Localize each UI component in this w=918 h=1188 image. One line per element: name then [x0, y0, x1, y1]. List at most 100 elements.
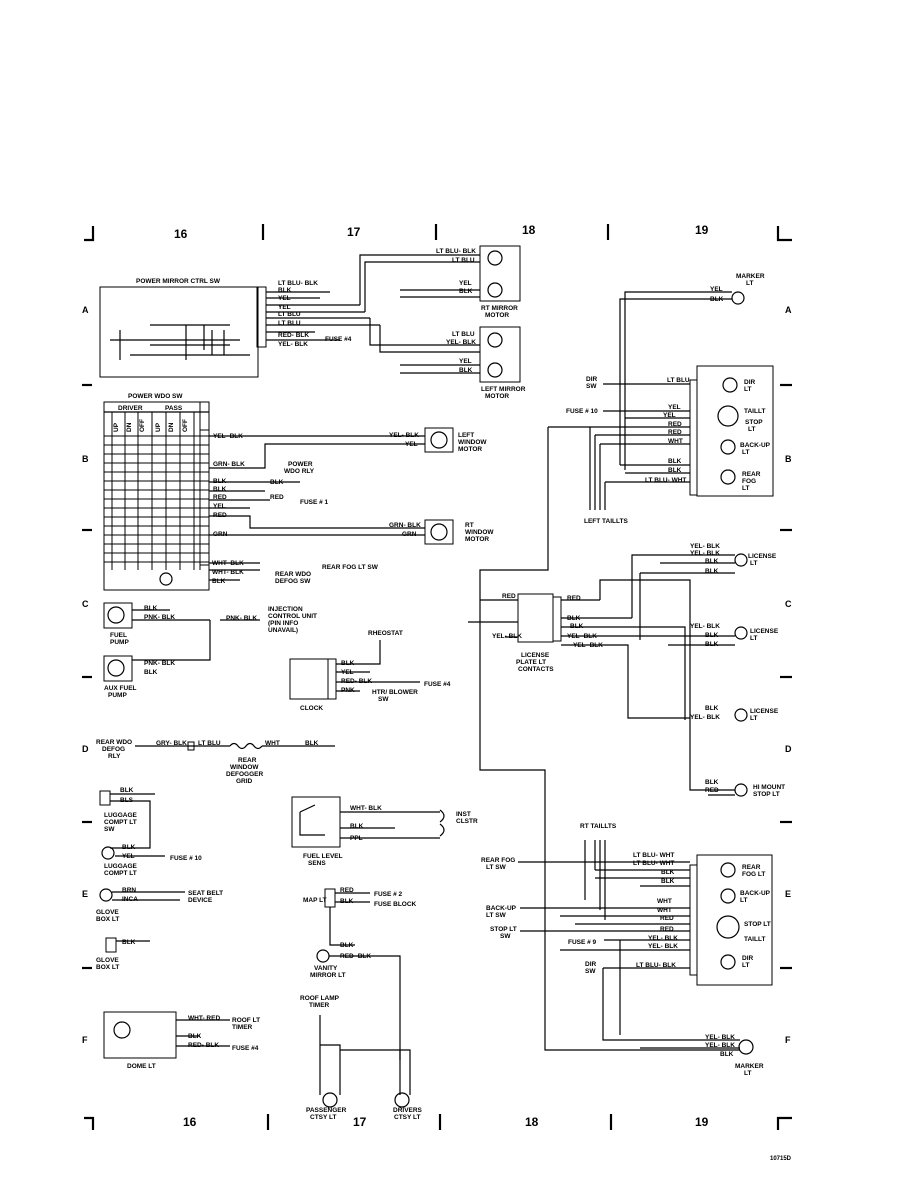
wire-or-component-label: BRN — [122, 887, 136, 894]
connector-box — [99, 790, 111, 806]
wire-or-component-label: BLK — [305, 740, 319, 747]
wire-or-component-label: YEL — [278, 304, 291, 311]
wire-or-component-label: YEL — [278, 295, 291, 302]
wire-or-component-label: MARKER — [735, 1063, 764, 1070]
wire-or-component-label: RED — [668, 421, 682, 428]
wire-or-component-label: REAR FOG LT SW — [322, 564, 379, 571]
wire-or-component-label: BACK-UP — [486, 905, 517, 912]
wire-or-component-label: CLOCK — [300, 705, 323, 712]
wire-or-component-label: CONTROL UNIT — [268, 613, 317, 620]
license-section: RED YEL- BLK RED BLK BLK YEL- BLK YEL- B… — [468, 543, 785, 798]
wire-or-component-label: LT BLU — [198, 740, 221, 747]
wire-or-component-label: FOG — [742, 478, 756, 485]
wire-or-component-label: BLK — [668, 458, 682, 465]
wire-or-component-label: RHEOSTAT — [368, 630, 403, 637]
wire-or-component-label: FUEL — [110, 632, 127, 639]
wire-or-component-label: LT BLU — [278, 311, 301, 318]
wire-or-component-label: RED — [270, 494, 284, 501]
wire-or-component-label: LT BLU- BLK — [436, 248, 476, 255]
wire-or-component-label: CTSY LT — [394, 1114, 421, 1121]
wire-or-component-label: WHT- RED — [188, 1015, 220, 1022]
wire-or-component-label: LICENSE — [748, 553, 777, 560]
wire-segment — [468, 599, 518, 638]
lamp-or-motor-symbol — [720, 469, 736, 485]
wire-or-component-label: LT — [750, 635, 757, 642]
wire-or-component-label: BLK — [144, 605, 158, 612]
lamp-or-motor-symbol — [487, 362, 503, 378]
column-label-19-bottom: 19 — [695, 1115, 709, 1129]
wire-or-component-label: FUSE # 9 — [568, 939, 597, 946]
wire-or-component-label: WHT — [657, 907, 672, 914]
lamp-or-motor-symbol — [107, 606, 125, 624]
row-label-a: A — [82, 305, 89, 315]
connector-box — [105, 937, 117, 953]
wire-or-component-label: LT — [742, 962, 749, 969]
wire-or-component-label: YEL- BLK — [446, 339, 476, 346]
wire-segment — [439, 809, 445, 837]
connector-box — [103, 1011, 177, 1059]
wire-segment — [584, 840, 606, 920]
wire-or-component-label: FUSE # 2 — [374, 891, 403, 898]
wire-or-component-label: PPL — [350, 835, 363, 842]
lamp-or-motor-symbol — [316, 949, 330, 963]
wire-or-component-label: REAR WDO — [96, 739, 132, 746]
wire-or-component-label: UNAVAIL) — [268, 627, 298, 634]
wire-or-component-label: BLK — [705, 779, 719, 786]
lamp-or-motor-symbol — [487, 250, 503, 266]
lamp-or-motor-symbol — [430, 431, 448, 449]
wire-or-component-label: WDO RLY — [284, 468, 315, 475]
lamp-or-motor-symbol — [107, 659, 125, 677]
wire-or-component-label: MOTOR — [485, 312, 509, 319]
wire-or-component-label: CONTACTS — [518, 666, 554, 673]
row-label-d: D — [82, 744, 89, 754]
lamp-or-motor-symbol — [487, 332, 503, 348]
wire-or-component-label: FOG LT — [742, 871, 765, 878]
wire-or-component-label: BLK — [705, 568, 719, 575]
wire-or-component-label: YEL- BLK — [492, 633, 522, 640]
wire-segment — [112, 891, 185, 901]
wire-or-component-label: BLK — [270, 479, 284, 486]
wire-or-component-label: BLK — [340, 942, 354, 949]
wire-or-component-label: UP — [155, 422, 162, 432]
wire-segment — [299, 804, 440, 839]
wire-or-component-label: PASS — [165, 405, 183, 412]
wire-or-component-label: RLY — [108, 753, 121, 760]
lamp-or-motor-symbol — [322, 1092, 338, 1108]
wire-or-component-label: PUMP — [108, 692, 127, 699]
wire-or-component-label: BLK — [710, 296, 724, 303]
row-label-c-right: C — [785, 599, 792, 609]
wire-or-component-label: RED — [502, 593, 516, 600]
wire-or-component-label: LEFT — [458, 432, 474, 439]
column-label-17: 17 — [347, 225, 361, 239]
wire-or-component-label: BLK — [212, 578, 226, 585]
frame-marks — [82, 224, 792, 1130]
lamp-or-motor-symbol — [716, 915, 740, 939]
wire-segment — [209, 435, 425, 581]
wire-or-component-label: REAR FOG — [481, 857, 515, 864]
lamp-or-motor-symbol — [720, 862, 736, 878]
wire-or-component-label: FUSE # 1 — [300, 499, 329, 506]
wire-or-component-label: LT — [748, 426, 755, 433]
wire-or-component-label: CLSTR — [456, 818, 478, 825]
lamp-or-motor-symbol — [738, 1039, 754, 1055]
lamp-or-motor-symbol — [159, 572, 173, 586]
wire-segment — [84, 226, 95, 242]
connector-box — [103, 655, 133, 682]
wire-or-component-label: BLK — [340, 898, 354, 905]
column-label-17-bottom: 17 — [353, 1115, 367, 1129]
connector-box — [689, 864, 698, 976]
license-plate-contacts-box — [517, 593, 554, 643]
wire-or-component-label: YEL — [213, 503, 226, 510]
wire-or-component-label: LT BLU — [452, 331, 475, 338]
wire-or-component-label: WHT- BLK — [350, 805, 382, 812]
wire-or-component-label: POWER WDO SW — [128, 393, 183, 400]
wire-or-component-label: GRY- BLK — [156, 740, 187, 747]
wire-or-component-label: RED — [567, 595, 581, 602]
wire-or-component-label: WHT- BLK — [212, 569, 244, 576]
wire-or-component-label: YEL — [459, 280, 472, 287]
wire-or-component-label: PNK — [341, 687, 355, 694]
wire-or-component-label: LT BLU- WHT — [645, 477, 686, 484]
connector-box — [289, 658, 329, 700]
lamp-or-motor-symbol — [734, 626, 748, 640]
